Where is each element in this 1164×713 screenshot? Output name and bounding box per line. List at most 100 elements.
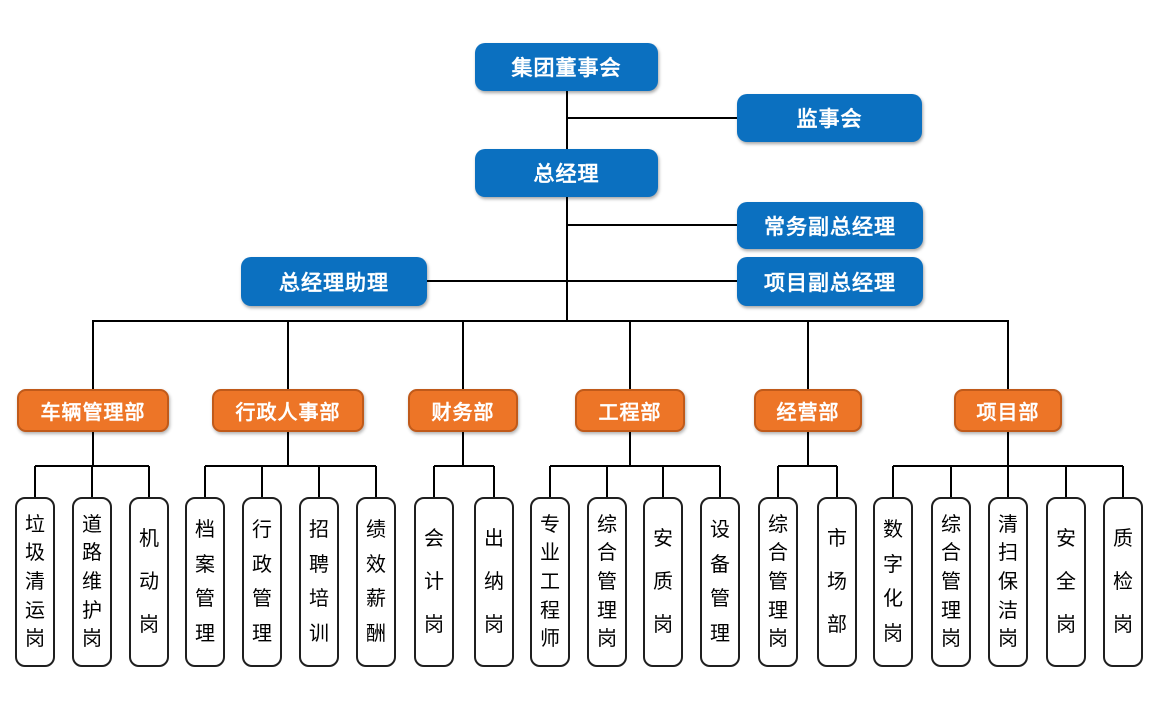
- connector-line: [807, 431, 809, 467]
- connector-line: [807, 321, 809, 390]
- connector-line: [434, 465, 494, 467]
- position-box: 数字化岗: [873, 497, 913, 667]
- dept-label: 项目部: [976, 402, 1040, 424]
- connector-line: [462, 431, 464, 467]
- connector-line: [1007, 466, 1009, 498]
- position-box: 综合管理岗: [758, 497, 798, 667]
- connector-line: [92, 431, 94, 467]
- position-box: 安全岗: [1046, 497, 1086, 667]
- position-label: 机动岗: [139, 528, 159, 636]
- connector-line: [148, 466, 150, 498]
- position-label: 数字化岗: [883, 519, 903, 645]
- node-label: 总经理: [533, 163, 600, 186]
- position-box: 道路维护岗: [72, 497, 112, 667]
- position-box: 综合管理岗: [931, 497, 971, 667]
- position-label: 专业工程师: [540, 513, 560, 651]
- position-label: 档案管理: [195, 519, 215, 645]
- position-box: 专业工程师: [530, 497, 570, 667]
- position-box: 综合管理岗: [587, 497, 627, 667]
- position-box: 设备管理: [700, 497, 740, 667]
- connector-line: [287, 431, 289, 467]
- connector-line: [1122, 466, 1124, 498]
- connector-line: [567, 224, 737, 226]
- dept-vehicle-management: 车辆管理部: [17, 389, 169, 432]
- connector-line: [205, 465, 376, 467]
- connector-line: [1065, 466, 1067, 498]
- dept-label: 行政人事部: [235, 402, 341, 424]
- node-label: 集团董事会: [511, 57, 622, 80]
- connector-line: [318, 466, 320, 498]
- position-label: 综合管理岗: [941, 513, 961, 651]
- dept-label: 工程部: [598, 402, 662, 424]
- position-label: 绩效薪酬: [366, 519, 386, 645]
- position-box: 招聘培训: [299, 497, 339, 667]
- position-box: 垃圾清运岗: [15, 497, 55, 667]
- connector-line: [427, 280, 737, 282]
- connector-line: [566, 91, 568, 322]
- position-box: 出纳岗: [474, 497, 514, 667]
- dept-label: 财务部: [431, 402, 495, 424]
- connector-line: [92, 320, 1009, 322]
- connector-line: [778, 465, 837, 467]
- position-label: 设备管理: [710, 519, 730, 645]
- position-label: 行政管理: [252, 519, 272, 645]
- position-box: 质检岗: [1103, 497, 1143, 667]
- connector-line: [204, 466, 206, 498]
- connector-line: [629, 321, 631, 390]
- position-box: 清扫保洁岗: [988, 497, 1028, 667]
- node-label: 总经理助理: [279, 271, 389, 295]
- node-label: 常务副总经理: [764, 215, 896, 239]
- connector-line: [892, 466, 894, 498]
- connector-line: [433, 466, 435, 498]
- position-label: 质检岗: [1113, 528, 1133, 636]
- connector-line: [34, 466, 36, 498]
- node-general-manager: 总经理: [475, 149, 658, 197]
- position-label: 市场部: [827, 528, 847, 636]
- connector-line: [662, 466, 664, 498]
- node-group-board: 集团董事会: [475, 43, 658, 91]
- position-box: 档案管理: [185, 497, 225, 667]
- position-box: 市场部: [817, 497, 857, 667]
- dept-project: 项目部: [954, 389, 1062, 432]
- connector-line: [549, 466, 551, 498]
- connector-line: [950, 466, 952, 498]
- dept-label: 车辆管理部: [40, 402, 146, 424]
- position-label: 出纳岗: [484, 528, 504, 636]
- position-box: 绩效薪酬: [356, 497, 396, 667]
- connector-line: [493, 466, 495, 498]
- position-label: 会计岗: [424, 528, 444, 636]
- dept-finance: 财务部: [408, 389, 518, 432]
- connector-line: [777, 466, 779, 498]
- node-gm-assistant: 总经理助理: [241, 257, 427, 306]
- position-label: 招聘培训: [309, 519, 329, 645]
- position-box: 行政管理: [242, 497, 282, 667]
- dept-operations: 经营部: [754, 389, 862, 432]
- dept-label: 经营部: [776, 402, 840, 424]
- position-label: 清扫保洁岗: [998, 513, 1018, 651]
- dept-engineering: 工程部: [575, 389, 685, 432]
- position-label: 综合管理岗: [768, 513, 788, 651]
- node-supervisory-board: 监事会: [737, 94, 922, 142]
- connector-line: [1007, 321, 1009, 390]
- position-label: 垃圾清运岗: [25, 513, 45, 651]
- position-label: 安质岗: [653, 528, 673, 636]
- position-label: 综合管理岗: [597, 513, 617, 651]
- connector-line: [567, 117, 737, 119]
- connector-line: [375, 466, 377, 498]
- node-label: 项目副总经理: [764, 271, 896, 295]
- node-label: 监事会: [796, 108, 863, 131]
- node-executive-deputy-gm: 常务副总经理: [737, 202, 923, 249]
- connector-line: [462, 321, 464, 390]
- position-box: 机动岗: [129, 497, 169, 667]
- connector-line: [1007, 431, 1009, 467]
- position-box: 会计岗: [414, 497, 454, 667]
- node-project-deputy-gm: 项目副总经理: [737, 257, 923, 306]
- connector-line: [91, 466, 93, 498]
- position-label: 安全岗: [1056, 528, 1076, 636]
- position-label: 道路维护岗: [82, 513, 102, 651]
- position-box: 安质岗: [643, 497, 683, 667]
- connector-line: [836, 466, 838, 498]
- connector-line: [629, 431, 631, 467]
- connector-line: [606, 466, 608, 498]
